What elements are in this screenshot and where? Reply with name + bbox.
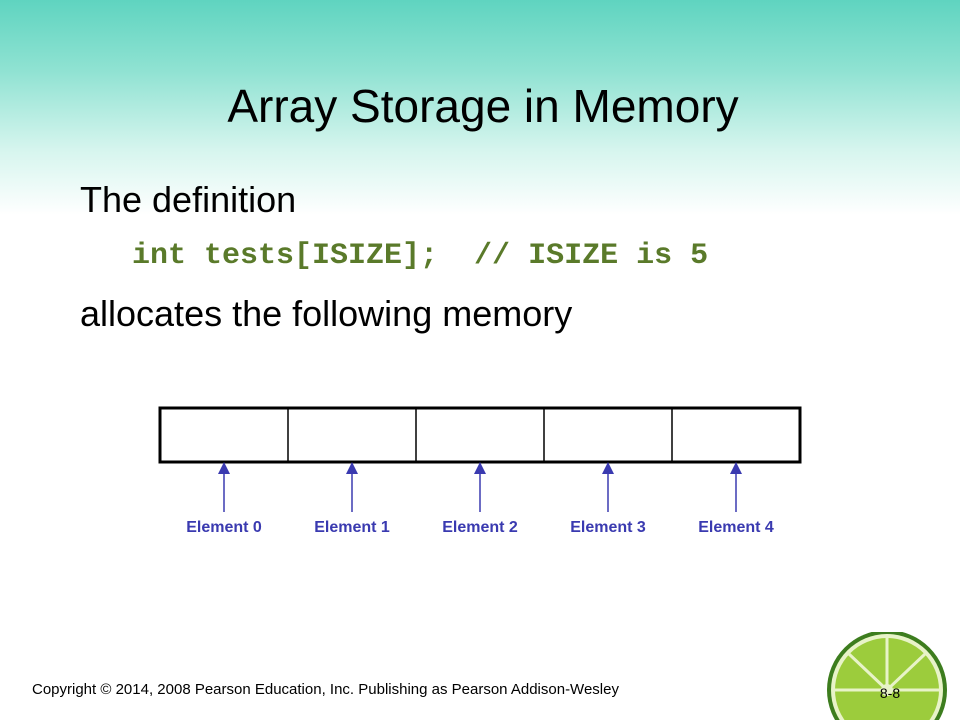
- lime-slice-icon: [827, 632, 947, 720]
- memory-block-outline: [158, 406, 802, 464]
- body-line-definition: The definition: [80, 179, 297, 220]
- element-label: Element 4: [698, 519, 774, 536]
- element-label: Element 1: [314, 519, 390, 536]
- element-label: Element 0: [186, 519, 262, 536]
- footer-copyright: Copyright © 2014, 2008 Pearson Education…: [32, 681, 619, 698]
- element-label: Element 2: [442, 519, 518, 536]
- page-number: 8-8: [879, 685, 901, 701]
- code-snippet: int tests[ISIZE]; // ISIZE is 5: [132, 239, 709, 273]
- element-label: Element 3: [570, 519, 646, 536]
- slide-title: Array Storage in Memory: [227, 80, 739, 132]
- memory-arrows: [218, 462, 742, 512]
- body-line-allocates: allocates the following memory: [80, 293, 573, 334]
- memory-cell-dividers: [287, 408, 673, 462]
